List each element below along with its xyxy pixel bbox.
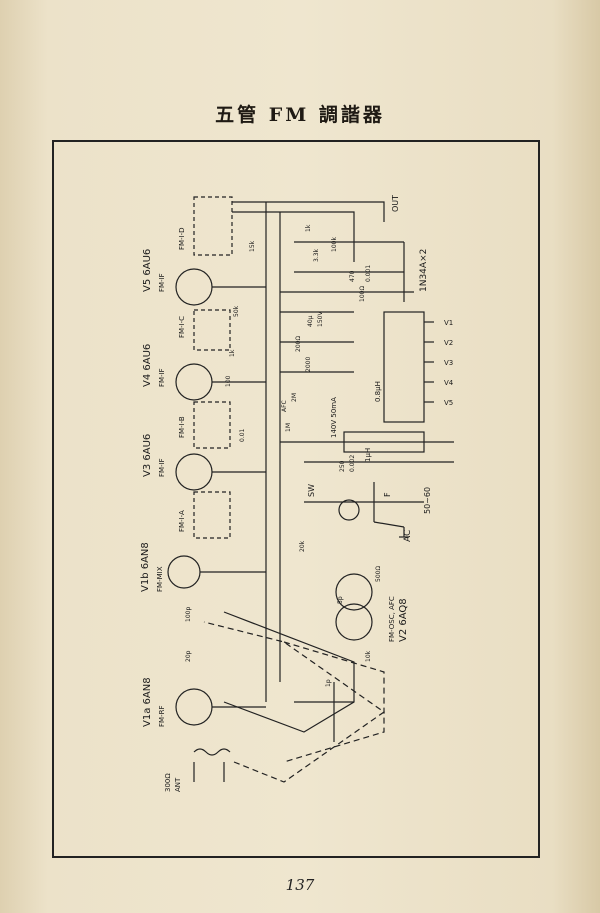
output-label: OUT — [391, 195, 400, 212]
tube-label-v1b: V1b 6AN8 — [140, 542, 151, 592]
tube-label-v5: V5 6AU6 — [142, 249, 153, 292]
component-value: 20k — [299, 540, 306, 552]
tube-label-v2: V2 6AQ8 — [398, 598, 409, 642]
coil-label: 0.8μH — [374, 381, 382, 402]
fuse-label: F — [383, 492, 392, 497]
component-value: 20p — [185, 650, 192, 662]
component-value: 1k — [229, 349, 236, 357]
component-value: 100k — [331, 237, 338, 252]
component-value: 500Ω — [375, 566, 382, 582]
component-value: 1M — [285, 423, 292, 432]
component-value: 3.3k — [313, 248, 320, 262]
component-value: 40μ — [307, 315, 314, 327]
choke-label: 1μH — [364, 448, 372, 462]
heater-v5: V5 — [444, 399, 453, 407]
component-value: 2000 — [305, 357, 312, 372]
component-value: 1p — [325, 679, 332, 687]
ac-label: AC — [403, 530, 413, 542]
tube-function-v4: FM-IF — [158, 368, 166, 387]
if-transformer-b: FM-I-B — [178, 416, 186, 438]
component-value: 0.001 — [365, 265, 372, 282]
heater-v2: V2 — [444, 339, 453, 347]
detector-diodes: 1N34A×2 — [419, 249, 429, 292]
fm-tuner-schematic: V5 6AU6 FM-IF V4 6AU6 FM-IF V3 6AU6 FM-I… — [140, 195, 454, 792]
component-value: 10k — [365, 650, 372, 662]
switch-label: SW — [307, 484, 316, 497]
if-transformer-a: FM-I-A — [178, 510, 186, 532]
component-value: 470 — [349, 270, 356, 282]
tube-label-v1a: V1a 6AN8 — [142, 677, 153, 727]
hv-rating: 140V 50mA — [330, 397, 338, 438]
component-value: 100 — [225, 375, 232, 387]
tube-function-v1b: FM-MIX — [156, 566, 164, 592]
component-value: 2M — [291, 393, 298, 402]
if-transformer-d: FM-I-D — [178, 227, 186, 250]
heater-v3: V3 — [444, 359, 453, 367]
antenna-impedance: 300Ω — [164, 773, 172, 792]
tube-label-v4: V4 6AU6 — [142, 344, 153, 387]
component-value: 0.002 — [349, 455, 356, 472]
tube-function-v3: FM-IF — [158, 458, 166, 477]
component-value: 100Ω — [359, 286, 366, 302]
component-value: 0.01 — [239, 428, 246, 442]
page-title: 五管 FM 調諧器 — [215, 104, 385, 126]
ac-voltage: 50~60 — [423, 487, 432, 514]
tube-function-v2: FM-OSC, AFC — [388, 596, 396, 642]
heater-v1: V1 — [444, 319, 453, 327]
heater-v4: V4 — [444, 379, 454, 387]
schematic-frame: V5 6AU6 FM-IF V4 6AU6 FM-IF V3 6AU6 FM-I… — [52, 140, 540, 858]
component-value: 150V — [317, 311, 324, 327]
component-value: 5p — [337, 596, 344, 604]
component-value: 100p — [185, 607, 192, 622]
component-value: 15k — [249, 240, 256, 252]
component-value: 250 — [339, 460, 346, 472]
component-value: 1k — [305, 224, 312, 232]
page-number: 137 — [285, 876, 315, 894]
antenna-label: ANT — [174, 777, 182, 792]
component-value: 50k — [233, 305, 240, 317]
component-value: AFC — [281, 400, 288, 412]
if-transformer-c: FM-I-C — [178, 316, 186, 338]
tube-function-v5: FM-IF — [158, 273, 166, 292]
tube-label-v3: V3 6AU6 — [142, 434, 153, 477]
tube-function-v1a: FM-RF — [158, 706, 166, 727]
component-value: 200Ω — [295, 336, 302, 352]
